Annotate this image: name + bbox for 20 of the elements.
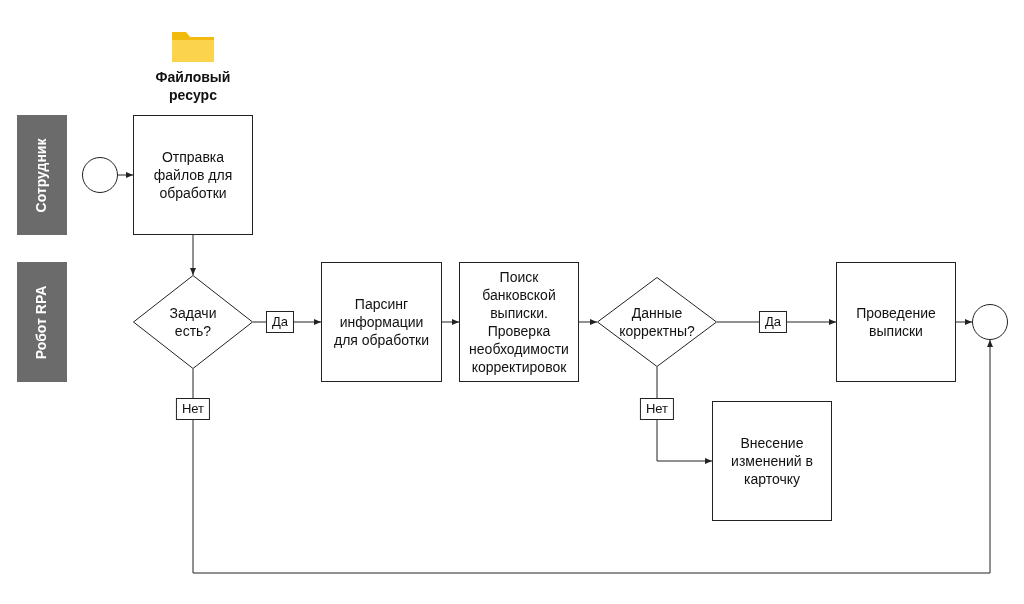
arrow [117, 172, 134, 178]
process-box: Внесение изменений в карточку [712, 401, 832, 521]
edge-label: Да [759, 311, 787, 333]
lane-header: Сотрудник [17, 115, 67, 235]
resource-label: Файловый ресурс [154, 68, 232, 104]
edge-label: Нет [639, 398, 675, 420]
arrow [192, 339, 993, 574]
process-box: Проведение выписки [836, 262, 956, 382]
edge-label: Нет [175, 398, 211, 420]
process-box: Отправка файлов для обработки [133, 115, 253, 235]
arrow [955, 319, 973, 325]
process-box: Парсинг информации для обработки [321, 262, 442, 382]
decision-diamond: Данные корректны? [597, 277, 717, 367]
process-box: Поиск банковской выписки. Проверка необходимости корректировок [459, 262, 579, 382]
arrow [190, 234, 196, 276]
edge-label: Да [266, 311, 294, 333]
arrow [578, 319, 598, 325]
decision-diamond: Задачи есть? [133, 275, 253, 369]
arrow [441, 319, 460, 325]
lane-header: Робот RPA [17, 262, 67, 382]
